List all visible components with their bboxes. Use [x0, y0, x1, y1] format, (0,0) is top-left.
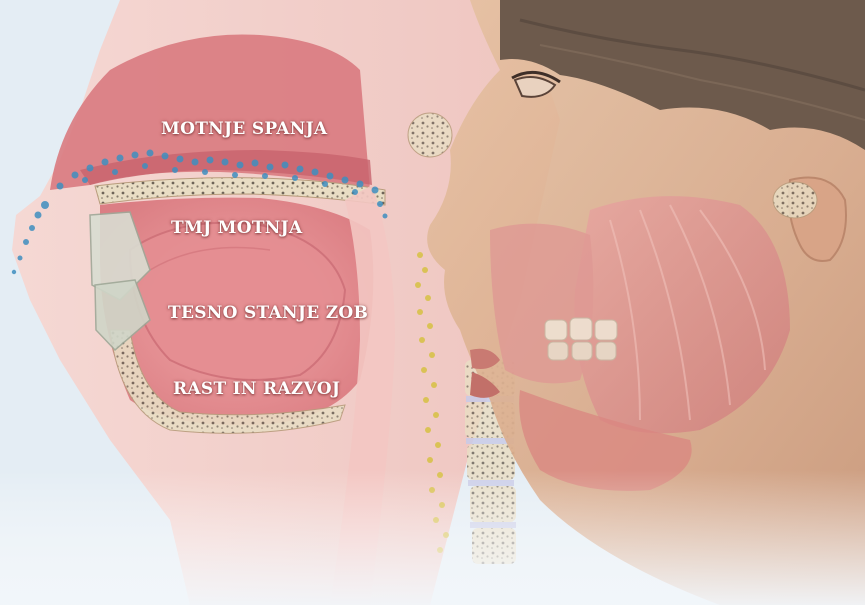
label-tmj-disorder: TMJ MOTNJA: [171, 220, 302, 237]
label-growth-development: RAST IN RAZVOJ: [173, 381, 340, 398]
label-teeth-crowding: TESNO STANJE ZOB: [168, 305, 368, 322]
label-sleep-disorders: MOTNJE SPANJA: [161, 121, 327, 138]
